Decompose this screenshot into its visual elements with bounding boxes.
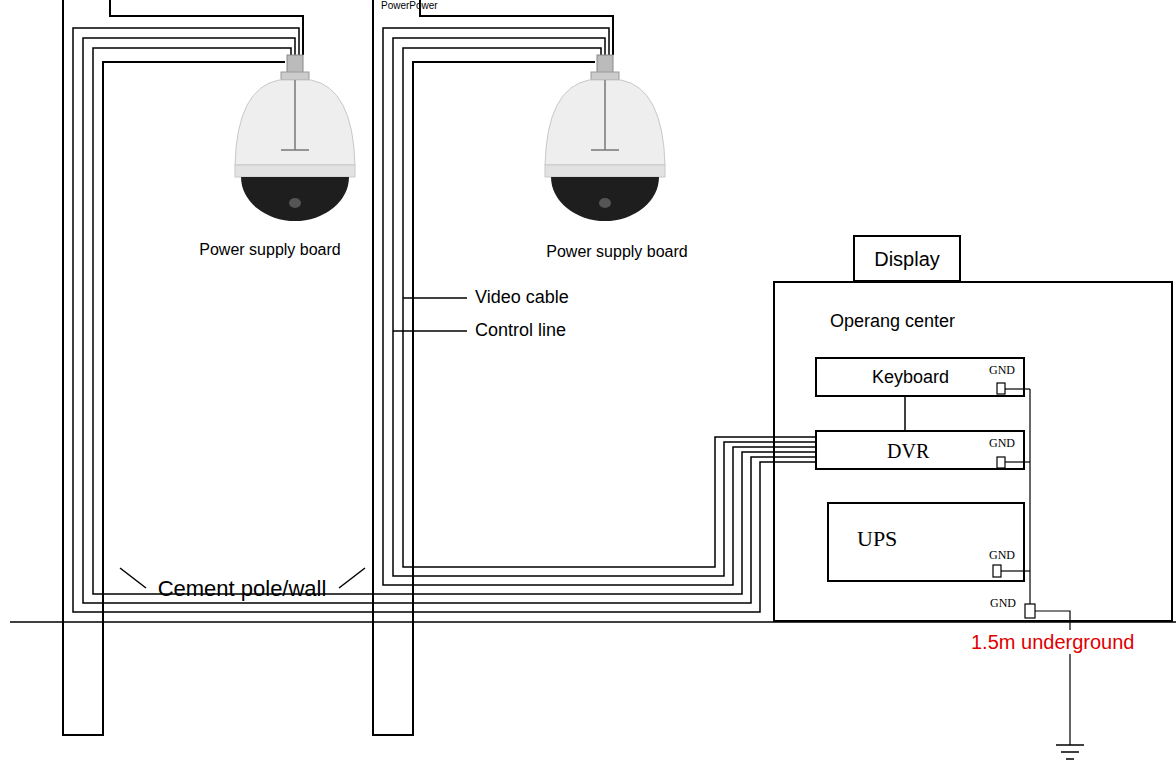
gnd-terminal <box>993 383 1035 618</box>
cable <box>73 28 815 612</box>
box-title: Keyboard <box>872 367 949 389</box>
ups-box: UPS GND <box>827 502 1025 582</box>
keyboard-box: Keyboard GND <box>815 357 1025 397</box>
gnd-label: GND <box>989 436 1015 450</box>
cement-pole <box>63 0 595 735</box>
power-label: PowerPower <box>381 0 438 12</box>
dome-camera <box>235 55 355 221</box>
depth-note: 1.5m underground <box>968 630 1137 654</box>
board-label: Power supply board <box>199 240 340 259</box>
cable-label: Control line <box>475 320 566 342</box>
dvr-box: DVR GND <box>815 430 1025 470</box>
dome-camera <box>545 55 665 221</box>
connector-line <box>904 397 906 430</box>
box-title: Display <box>874 247 940 271</box>
cable-label: Video cable <box>475 287 569 309</box>
operating-center-box: KeyboardGNDDVRGNDUPSGNDOperang center <box>773 281 1173 622</box>
gnd-label: GND <box>989 548 1015 562</box>
gnd-label: GND <box>989 363 1015 377</box>
gnd-label: GND <box>990 596 1016 610</box>
earth-symbol <box>1056 745 1084 759</box>
box-title: Operang center <box>830 311 955 333</box>
pole-label: Cement pole/wall <box>158 576 327 602</box>
box-title: DVR <box>887 439 929 463</box>
display-box: Display <box>853 235 961 282</box>
leader-line <box>120 298 467 588</box>
board-label: Power supply board <box>546 242 687 261</box>
box-title: UPS <box>857 526 897 552</box>
